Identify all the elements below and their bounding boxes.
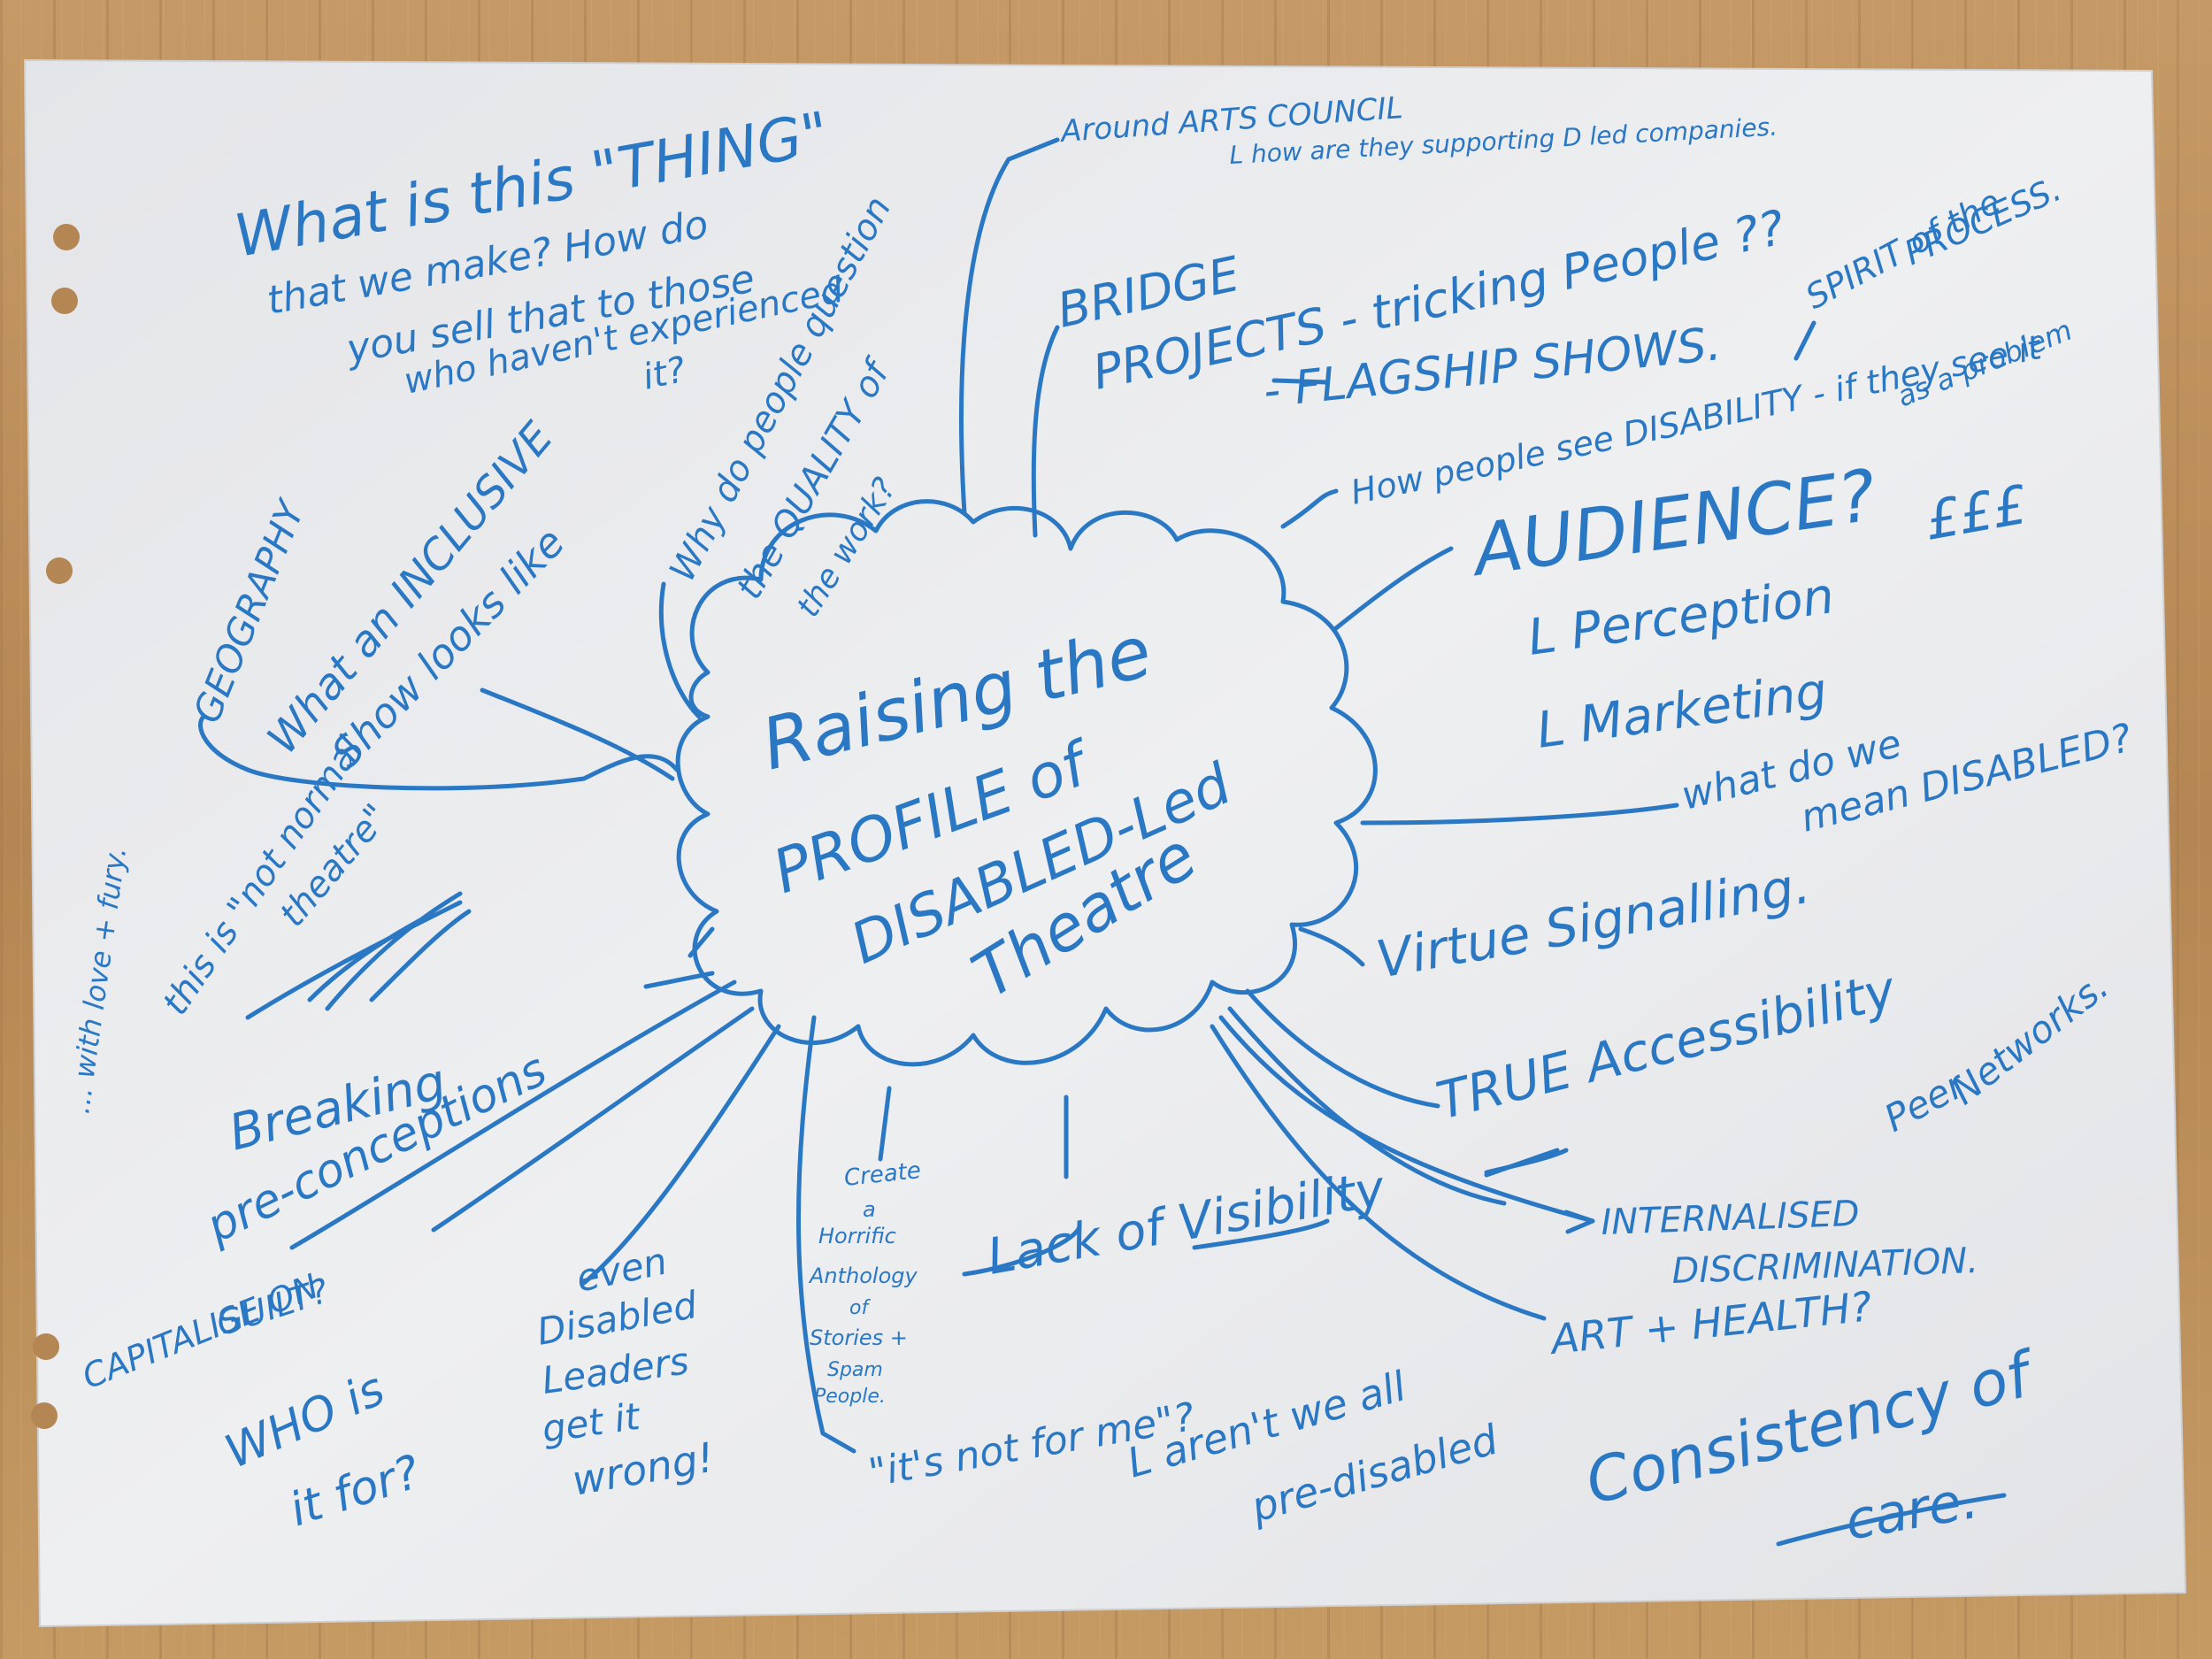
connector-lines [198,137,2007,1547]
note-create: People. [814,1386,886,1408]
note-create: of [849,1297,871,1319]
note-internalised: INTERNALISED [1601,1194,1860,1243]
underlines [325,891,1560,1250]
note-create: Stories + [810,1325,908,1350]
note-create: Anthology [808,1263,918,1288]
punch-holes [31,224,80,1429]
note-create: Spam [827,1359,883,1381]
note-create: Horrific [818,1224,896,1248]
note-what-is: it? [640,349,690,398]
note-create: a [863,1197,876,1222]
center-cloud [675,499,1378,1067]
paper-sheet [23,58,2187,1628]
